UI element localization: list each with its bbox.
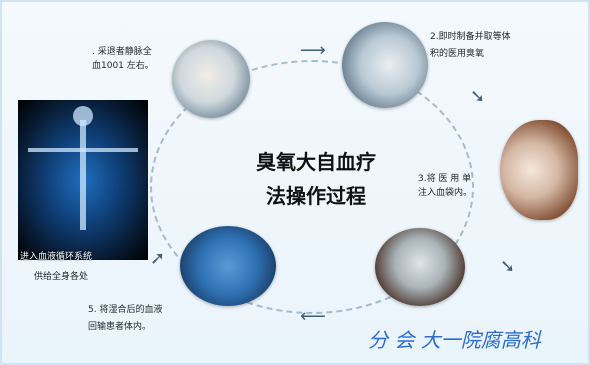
step5-line2: 回输患者体内。 [88,322,152,332]
step1-blood-draw-photo [172,40,250,118]
arrow-down-right-icon: ➘ [470,86,486,107]
step2-line1: 2.即时制备并取等体 [430,32,511,42]
brand-text: 分 会 大一院腐高科 [368,328,541,352]
circulation-line1: 进入血液循环系统 [20,252,93,262]
step3-line1: 3.将 医 用 单 [418,174,472,184]
step5-caption: 5. 将湿合后的血液 回输患者体内。 [88,303,162,334]
arrow-left-icon: ⟵ [300,306,326,327]
step5-line1: 5. 将湿合后的血液 [88,305,163,315]
step3-caption: 3.将 医 用 单 注入血袋内。 [418,172,472,200]
title-line1: 臭氧大自血疗 [256,150,376,174]
slide-title: 臭氧大自血疗 法操作过程 [236,145,396,213]
step2-ozone-prep-photo [342,22,428,108]
title-line2: 法操作过程 [266,184,366,208]
figure-head [73,106,93,126]
step1-line2: 血1001 左右。 [92,61,154,71]
process-cycle-ring [150,60,474,314]
arrow-up-left-icon: ➚ [150,248,166,269]
human-body-illustration [18,100,148,260]
step2-line2: 积的医用臭氧 [430,49,485,59]
step3-line2: 注入血袋内。 [418,188,473,198]
step2-caption: 2.即时制备并取等体 积的医用臭氧 [430,30,511,61]
circulation-caption: 进入血液循环系统 供给全身各处 [20,250,92,284]
figure-spine [80,120,86,230]
step1-line1: . 采退者静脉全 [92,47,152,57]
step1-caption: . 采退者静脉全 血1001 左右。 [92,45,154,73]
circulation-line2: 供给全身各处 [34,272,89,282]
step5-reinfusion-photo [180,226,276,306]
step4-mixing-photo [375,228,465,306]
step3-injection-photo [500,120,578,220]
figure-arms [28,148,138,152]
arrow-right-icon: ⟶ [300,40,326,61]
arrow-down-left-icon: ➘ [500,256,516,277]
